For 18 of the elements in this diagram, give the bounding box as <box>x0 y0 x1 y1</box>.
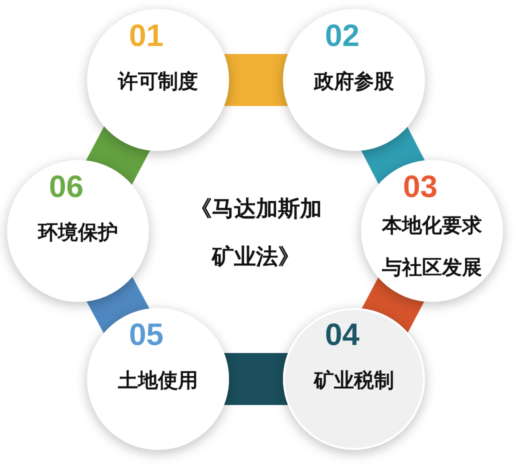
step-label: 政府参股 <box>314 70 394 95</box>
step-number: 06 <box>49 169 84 205</box>
step-label: 土地使用 <box>118 369 198 394</box>
title: 《马达加斯加矿业法》 <box>189 195 323 271</box>
step-number: 02 <box>325 18 360 54</box>
connector-band <box>86 276 150 334</box>
connector-band <box>362 277 424 333</box>
step-label: 本地化要求与社区发展 <box>380 214 483 281</box>
step-label: 许可制度 <box>118 70 198 95</box>
step-label: 环境保护 <box>38 220 118 246</box>
step-number: 03 <box>403 169 438 205</box>
step-number: 04 <box>325 317 360 353</box>
connector-band <box>86 126 150 185</box>
step-label: 矿业税制 <box>314 368 394 394</box>
step-number: 05 <box>129 317 164 353</box>
connector-band <box>224 353 288 405</box>
connector-band <box>361 126 425 184</box>
step-number: 01 <box>129 18 164 54</box>
